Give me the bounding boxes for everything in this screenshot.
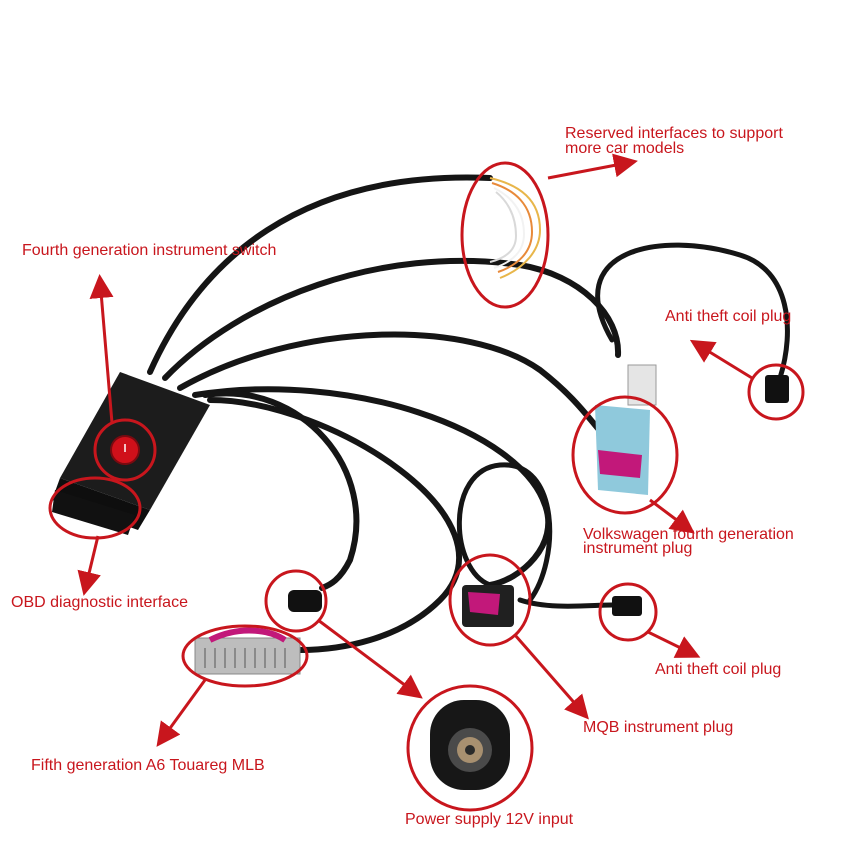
- arrow-mqb: [513, 634, 589, 720]
- label-reserved-line1: Reserved interfaces to support: [565, 125, 783, 142]
- cable-bundle: [147, 174, 790, 653]
- power-jack-zoom: [412, 687, 528, 803]
- power-jack-small: [288, 590, 322, 612]
- reserved-highlight-circle: [460, 161, 550, 309]
- label-obd: OBD diagnostic interface: [11, 594, 188, 611]
- vw-plug-highlight-circle: [571, 395, 679, 515]
- arrow-vw-fourth: [649, 498, 695, 534]
- cable-anti-theft-bottom: [517, 597, 615, 609]
- anti-theft-plug-bottom: [612, 596, 642, 616]
- label-mqb: MQB instrument plug: [583, 719, 734, 736]
- label-reserved-line2: more car models: [565, 140, 685, 157]
- cable-fifth-gen: [207, 397, 462, 653]
- anti-theft-top-highlight-circle: [747, 363, 805, 421]
- arrow-fifth-gen: [156, 679, 207, 747]
- cable-power: [202, 390, 360, 591]
- cable-mqb-loop: [456, 462, 553, 603]
- annotation-arrows: [77, 153, 753, 747]
- cable-vw-fourth: [177, 331, 613, 443]
- arrow-power: [317, 618, 423, 699]
- switch-highlight-circle: [93, 418, 157, 482]
- mqb-plug: [462, 585, 514, 627]
- arrow-switch: [89, 274, 114, 424]
- obd-connector: [52, 490, 135, 535]
- cable-reserved: [147, 174, 493, 375]
- arrow-anti-theft-top: [689, 339, 753, 380]
- arrow-reserved: [547, 153, 638, 180]
- anti-theft-bottom-highlight-circle: [598, 582, 658, 642]
- mqb-highlight-circle: [448, 553, 532, 647]
- arrow-anti-theft-bottom: [647, 630, 701, 658]
- annotation-circles: [48, 161, 805, 812]
- cable-anti-theft-top-loop: [595, 242, 790, 381]
- arrow-obd: [77, 535, 101, 596]
- fifth-gen-highlight-circle: [181, 624, 309, 688]
- fifth-gen-plug: [194, 627, 301, 675]
- reserved-wires: [489, 177, 542, 279]
- obd-highlight-circle: [48, 476, 142, 540]
- label-anti-theft-top: Anti theft coil plug: [665, 308, 792, 325]
- label-vw-fourth-line1: Volkswagen fourth generation: [583, 526, 794, 543]
- power-zoom-highlight-circle: [406, 684, 534, 812]
- label-fifth-gen: Fifth generation A6 Touareg MLB: [31, 757, 265, 774]
- label-fourth-gen-switch: Fourth generation instrument switch: [22, 242, 277, 259]
- label-vw-fourth-line2: instrument plug: [583, 540, 693, 557]
- obd-switch-box: [52, 372, 210, 535]
- vw-fourth-gen-plug: [595, 364, 657, 495]
- anti-theft-plug-top: [765, 375, 789, 403]
- power-jack-highlight-circle: [264, 569, 328, 633]
- label-anti-theft-bottom: Anti theft coil plug: [655, 661, 782, 678]
- label-power: Power supply 12V input: [405, 811, 574, 828]
